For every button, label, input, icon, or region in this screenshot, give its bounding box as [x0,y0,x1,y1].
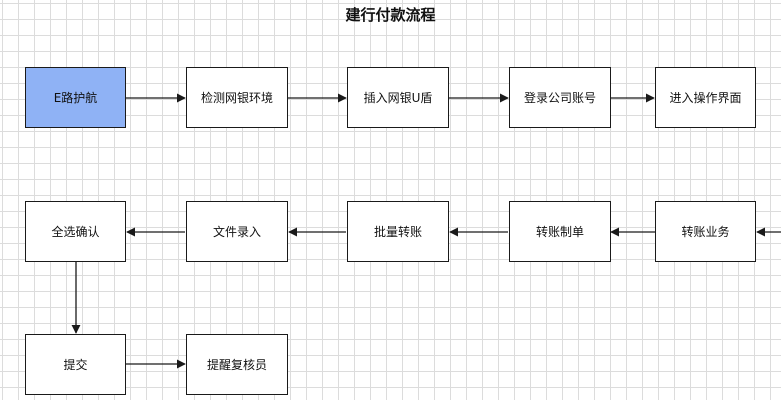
node-file-entry[interactable]: 文件录入 [186,201,288,262]
node-select-all-confirm[interactable]: 全选确认 [25,201,126,262]
node-submit[interactable]: 提交 [25,334,126,395]
node-insert-ukey[interactable]: 插入网银U盾 [347,67,449,128]
node-batch-transfer[interactable]: 批量转账 [347,201,449,262]
node-transfer-business[interactable]: 转账业务 [655,201,756,262]
node-login-account[interactable]: 登录公司账号 [509,67,611,128]
diagram-title: 建行付款流程 [345,6,436,24]
node-remind-reviewer[interactable]: 提醒复核员 [186,334,288,395]
node-check-env[interactable]: 检测网银环境 [186,67,288,128]
node-enter-ui[interactable]: 进入操作界面 [655,67,756,128]
node-transfer-voucher[interactable]: 转账制单 [509,201,611,262]
node-e-road[interactable]: E路护航 [25,67,126,128]
